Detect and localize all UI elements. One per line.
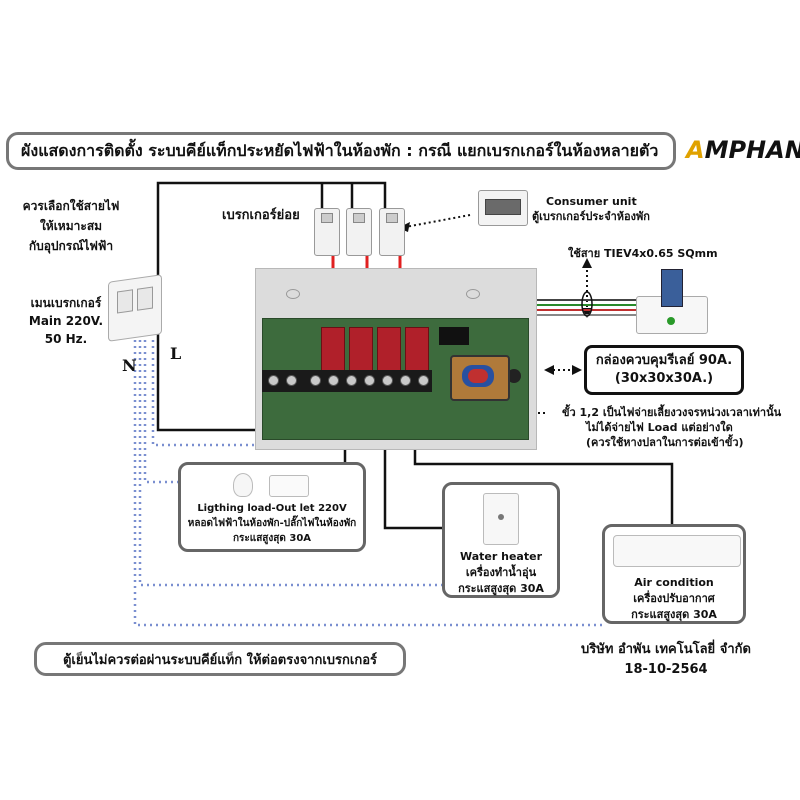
relay-box-line-2: (30x30x30A.)	[614, 371, 714, 386]
terminal-9	[418, 375, 429, 386]
document-date: 18-10-2564	[624, 662, 708, 677]
main-breaker-switch-2	[137, 286, 153, 311]
load-aircon-name: Air condition	[634, 576, 714, 589]
arrowhead-relay-right	[572, 365, 582, 375]
terminal-8	[400, 375, 411, 386]
load-heater-current: กระแสสูงสุด 30A	[458, 582, 544, 595]
terminal-note-line-1: ขั้ว 1,2 เป็นไฟจ่ายเลี้ยงวงจรหน่วงเวลาเท…	[562, 406, 782, 419]
terminal-block	[262, 370, 432, 392]
load-heater-desc: เครื่องทำน้ำอุ่น	[465, 566, 537, 579]
title-text: ผังแสดงการติดตั้ง ระบบคีย์แท็กประหยัดไฟฟ…	[21, 140, 659, 160]
cable-spec: ใช้สาย TIEV4x0.65 SQmm	[568, 247, 718, 260]
relay-1	[321, 327, 345, 373]
sub-breaker-1	[314, 208, 340, 256]
outlet-icon	[269, 475, 309, 497]
wire-advice-line-1: ควรเลือกใช้สายไฟ	[22, 199, 120, 213]
key-tag-switch	[636, 269, 708, 334]
brand-logo-rest: MPHAN	[704, 136, 800, 164]
company-name: บริษัท อำพัน เทคโนโลยี่ จำกัด	[581, 642, 751, 657]
terminal-note-line-3: (ควรใช้หางปลาในการต่อเข้าขั้ว)	[586, 436, 744, 449]
load-aircon-current: กระแสสูงสุด 30A	[631, 608, 717, 621]
brand-logo: AMPHAN	[686, 136, 800, 166]
load-lighting-current: กระแสสูงสุด 30A	[232, 533, 312, 544]
load-lighting-desc: หลอดไฟฟ้าในห้องพัก-ปลั๊กไฟในห้องพัก	[187, 518, 357, 529]
main-breaker	[108, 274, 162, 342]
fridge-warning-text: ตู้เย็นไม่ควรต่อผ่านระบบคีย์แท็ก ให้ต่อต…	[62, 652, 378, 668]
key-switch-led-icon	[667, 317, 675, 325]
main-breaker-line-1: เมนเบรกเกอร์	[30, 296, 102, 310]
consumer-unit-label: Consumer unit ตู้เบรกเกอร์ประจำห้องพัก	[532, 194, 650, 224]
terminal-note-line-2: ไม่ได้จ่ายไฟ Load แต่อย่างใด	[586, 421, 733, 434]
terminal-note: ขั้ว 1,2 เป็นไฟจ่ายเลี้ยงวงจรหน่วงเวลาเท…	[562, 405, 781, 450]
neutral-label: N	[122, 356, 137, 375]
consumer-unit-title: Consumer unit	[546, 195, 637, 208]
diagram-title: ผังแสดงการติดตั้ง ระบบคีย์แท็กประหยัดไฟฟ…	[6, 132, 676, 170]
arrow-consumer-unit	[399, 214, 471, 229]
terminal-6	[364, 375, 375, 386]
brand-logo-lead: A	[686, 136, 705, 164]
light-bulb-icon	[233, 473, 253, 497]
sub-breaker-3	[379, 208, 405, 256]
main-breaker-switch	[117, 289, 133, 314]
terminal-5	[346, 375, 357, 386]
main-breaker-line-2: Main 220V.	[28, 314, 104, 328]
load-lighting-name: Ligthing load-Out let 220V	[197, 503, 347, 514]
terminal-7	[382, 375, 393, 386]
terminal-1	[268, 375, 279, 386]
fridge-warning: ตู้เย็นไม่ควรต่อผ่านระบบคีย์แท็ก ให้ต่อต…	[34, 642, 406, 676]
main-breaker-line-3: 50 Hz.	[44, 332, 88, 346]
terminal-2	[286, 375, 297, 386]
arrowhead-cable-top	[582, 258, 592, 268]
relay-3	[377, 327, 401, 373]
wire-advice-line-2: ให้เหมาะสม	[39, 219, 103, 233]
load-card-lighting: Ligthing load-Out let 220V หลอดไฟฟ้าในห้…	[178, 462, 366, 552]
consumer-unit-subtitle: ตู้เบรกเกอร์ประจำห้องพัก	[532, 210, 650, 223]
load-card-water-heater: Water heater เครื่องทำน้ำอุ่น กระแสสูงสุ…	[442, 482, 560, 598]
wire-main-to-terminal	[145, 328, 274, 432]
load-heater-name: Water heater	[460, 550, 542, 563]
panel-mount-hole-1	[286, 289, 300, 299]
main-breaker-label: เมนเบรกเกอร์ Main 220V. 50 Hz.	[16, 294, 116, 348]
transformer	[450, 355, 510, 401]
relay-box-spec: กล่องควบคุมรีเลย์ 90A. (30x30x30A.)	[584, 345, 744, 395]
cable-marker	[581, 291, 593, 317]
control-ic	[439, 327, 469, 345]
company-info: บริษัท อำพัน เทคโนโลยี่ จำกัด 18-10-2564	[560, 640, 772, 680]
water-heater-icon	[483, 493, 519, 545]
consumer-unit-device	[478, 190, 528, 226]
wire-advice-line-3: กับอุปกรณ์ไฟฟ้า	[28, 239, 114, 253]
line-label: L	[170, 344, 182, 363]
wire-l-main	[156, 181, 387, 285]
relay-4	[405, 327, 429, 373]
terminal-3	[310, 375, 321, 386]
load-aircon-desc: เครื่องปรับอากาศ	[633, 592, 715, 605]
wire-advice: ควรเลือกใช้สายไฟ ให้เหมาะสม กับอุปกรณ์ไฟ…	[16, 196, 126, 256]
relay-2	[349, 327, 373, 373]
terminal-4	[328, 375, 339, 386]
load-card-air-condition: Air condition เครื่องปรับอากาศ กระแสสูงส…	[602, 524, 746, 624]
air-conditioner-icon	[613, 535, 741, 567]
sub-breakers-label: เบรกเกอร์ย่อย	[222, 208, 300, 223]
panel-mount-hole-2	[466, 289, 480, 299]
key-card-icon	[661, 269, 683, 307]
capacitor	[507, 369, 521, 383]
arrowhead-relay	[544, 365, 554, 375]
sub-breaker-2	[346, 208, 372, 256]
relay-box-line-1: กล่องควบคุมรีเลย์ 90A.	[595, 353, 733, 368]
